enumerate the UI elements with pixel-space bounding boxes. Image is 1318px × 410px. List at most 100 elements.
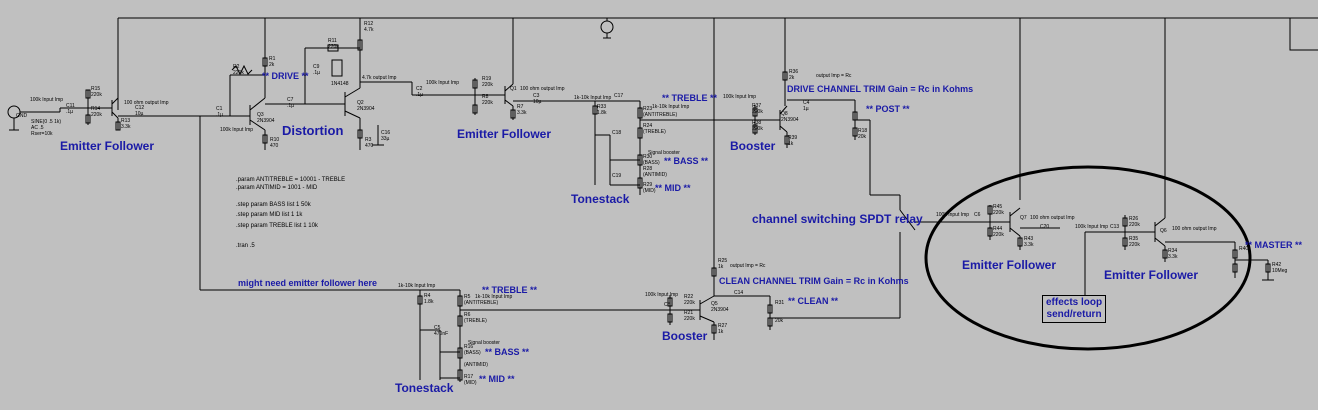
booster-1 [720, 70, 901, 210]
supply-rails [117, 17, 1318, 265]
distortion-stage [199, 35, 475, 290]
imp-label: output Imp = Rc [730, 263, 766, 269]
label-tonestack-2: Tonestack [395, 381, 454, 395]
emitter-follower-2 [472, 78, 595, 120]
part-c20: C20 [1040, 224, 1050, 230]
imp-label: 100 ohm output Imp [1030, 215, 1075, 221]
part-c13: C13 [1110, 224, 1120, 230]
annotation-treble-2: ** TREBLE ** [482, 285, 538, 295]
imp-label: 100 ohm output Imp [124, 100, 169, 106]
part-c2: C2.1µ [416, 86, 424, 98]
emitter-follower-3 [975, 205, 1060, 250]
part-r24: R24(TREBLE) [643, 123, 666, 135]
part-r17: R17(MID) [464, 374, 477, 386]
source-rser: Rser=10k [31, 131, 53, 137]
part-c17: C17 [614, 93, 624, 99]
effects-loop-label: effects loop send/return [1042, 295, 1107, 323]
part-q6: Q6 [1160, 228, 1167, 234]
part-r40: R40 [1239, 246, 1249, 252]
part-r30: R30(BASS) [643, 154, 660, 166]
annotation-bass-1: ** BASS ** [664, 156, 709, 166]
cmd-tran: .tran .5 [236, 243, 255, 249]
imp-label: 100k Input Imp [30, 97, 64, 103]
label-emitter-follower-2: Emitter Follower [457, 127, 552, 141]
annotation-bass-2: ** BASS ** [485, 347, 530, 357]
annotation-emitter-note: might need emitter follower here [238, 278, 378, 288]
annotation-post: ** POST ** [866, 104, 910, 114]
cmd-param-antimid: .param ANTIMID = 1001 - MID [236, 185, 318, 191]
master-stage [1232, 242, 1274, 281]
annotation-drive: ** DRIVE ** [262, 71, 309, 81]
part-r23: R23(ANTITREBLE) [643, 106, 678, 118]
part-c8: C8 [664, 302, 671, 308]
part-r5: R5(ANTITREBLE) [464, 294, 499, 306]
effects-loop-line-1: effects loop [1046, 297, 1103, 308]
part-c14: C14 [734, 290, 744, 296]
effects-loop-line-2: send/return [1046, 309, 1102, 320]
imp-label: 1k-10k Input Imp [398, 283, 436, 289]
imp-label: 1k-10k Input Imp [574, 95, 612, 101]
cmd-param-antitreble: .param ANTITREBLE = 10001 - TREBLE [236, 177, 346, 183]
imp-label: 1k-10k Input Imp [652, 104, 690, 110]
part-c11: C11.1µ [66, 103, 75, 115]
cmd-step-mid: .step param MID list 1 1k [236, 212, 303, 218]
part-c1: C1.1µ [216, 106, 224, 118]
imp-label: Signal booster [468, 340, 500, 346]
effects-loop-ellipse [924, 165, 1252, 351]
imp-label: 1k-10k Input Imp [475, 294, 513, 300]
label-emitter-follower-4: Emitter Follower [1104, 268, 1199, 282]
label-tonestack-1: Tonestack [571, 192, 630, 206]
part-c7: C7.1µ [287, 97, 295, 109]
imp-label: 100k Input Imp [1075, 224, 1109, 230]
label-booster-2: Booster [662, 329, 708, 343]
annotation-drive-trim: DRIVE CHANNEL TRIM Gain = Rc in Kohms [787, 84, 974, 94]
label-emitter-follower-3: Emitter Follower [962, 258, 1057, 272]
annotation-master: ** MASTER ** [1245, 240, 1303, 250]
part-r31: R31 [775, 300, 785, 306]
imp-label: 4.7k output Imp [362, 75, 397, 81]
cmd-step-treble: .step param TREBLE list 1 10k [236, 223, 318, 229]
imp-label: 100k Input Imp [426, 80, 460, 86]
imp-label: Signal booster [648, 150, 680, 156]
part-r28: R28(ANTIMID) [643, 166, 667, 178]
emitter-follower-1 [60, 89, 200, 131]
label-distortion: Distortion [282, 123, 344, 138]
label-booster-1: Booster [730, 139, 776, 153]
input-source [7, 105, 61, 131]
part-c19: C19 [612, 173, 622, 179]
imp-label: 100k Input Imp [936, 212, 970, 218]
part-r16: R16(BASS) [464, 344, 481, 356]
imp-label: 100 ohm output Imp [1172, 226, 1217, 232]
annotation-mid-2: ** MID ** [479, 374, 515, 384]
clean-path [200, 289, 670, 382]
annotation-treble-1: ** TREBLE ** [662, 93, 718, 103]
part-r29: R29(MID) [643, 182, 656, 194]
annotation-clean-trim: CLEAN CHANNEL TRIM Gain = Rc in Kohms [719, 276, 909, 286]
emitter-follower-4 [1084, 210, 1235, 298]
